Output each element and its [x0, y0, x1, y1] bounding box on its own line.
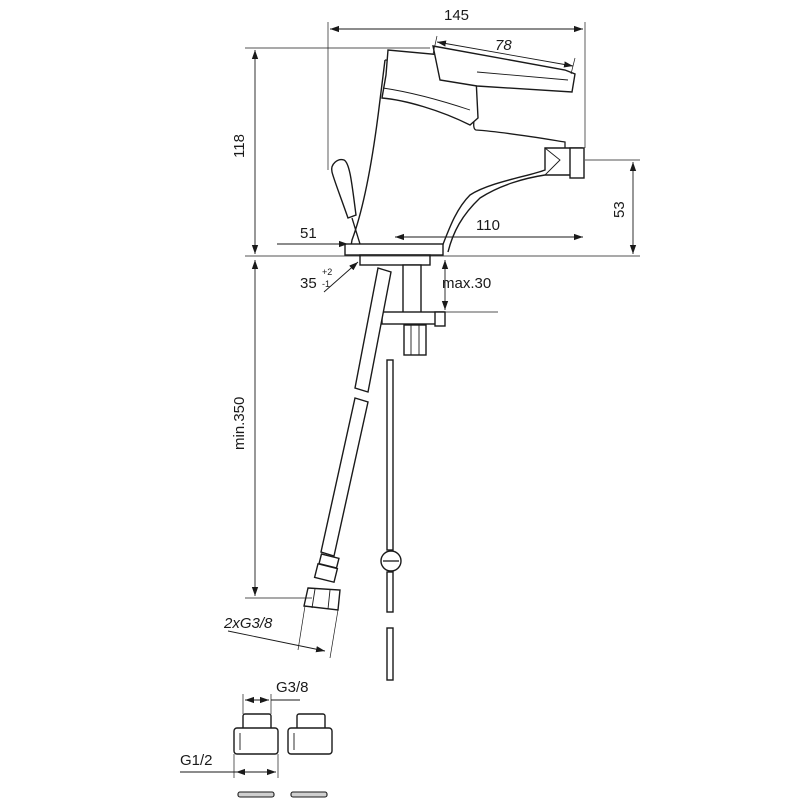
dim-label-118: 118	[231, 134, 248, 158]
dim-label-35: 35	[300, 275, 317, 292]
dim-label-53: 53	[611, 201, 628, 218]
dim-label-max30: max.30	[442, 275, 491, 292]
faucet-body	[330, 45, 585, 256]
dim-tolerance-plus: +2	[322, 267, 332, 277]
dim-spout-reach: 110	[395, 217, 583, 241]
hose-nut	[303, 587, 341, 611]
dim-label-2xg38: 2xG3/8	[223, 615, 273, 632]
adapter-right	[287, 713, 333, 755]
adapter-left	[233, 713, 279, 755]
dim-adapter-bottom: G1/2	[180, 752, 279, 778]
aerator	[569, 147, 585, 179]
dim-label-g38: G3/8	[276, 679, 309, 696]
dim-total-height: 118	[231, 47, 430, 254]
dim-spout-height: 53	[585, 159, 640, 254]
dim-lever-length: 78	[432, 35, 576, 75]
dim-label-110: 110	[476, 217, 500, 234]
washers	[237, 791, 328, 798]
flexible-hose	[303, 267, 392, 611]
dim-tolerance-minus: -1	[322, 279, 330, 289]
popup-knob	[330, 158, 357, 219]
dim-total-width: 145	[327, 7, 586, 170]
dim-label-min350: min.350	[231, 397, 248, 450]
mounting-assembly	[359, 254, 446, 356]
dim-label-78: 78	[495, 37, 512, 54]
dim-label-145: 145	[444, 7, 469, 24]
dim-max-thickness: max.30	[430, 260, 498, 313]
dim-hose-thread: 2xG3/8	[223, 605, 339, 659]
popup-rod	[380, 359, 402, 681]
dim-hole-diameter: 35 +2 -1	[300, 261, 359, 293]
dim-adapter-top: G3/8	[242, 679, 309, 714]
fixing-nut	[403, 324, 427, 356]
dim-label-51: 51	[300, 225, 317, 242]
dim-body-width: 51	[277, 225, 348, 248]
dim-min-hose-length: min.350	[231, 260, 312, 599]
dim-label-g12: G1/2	[180, 752, 213, 769]
